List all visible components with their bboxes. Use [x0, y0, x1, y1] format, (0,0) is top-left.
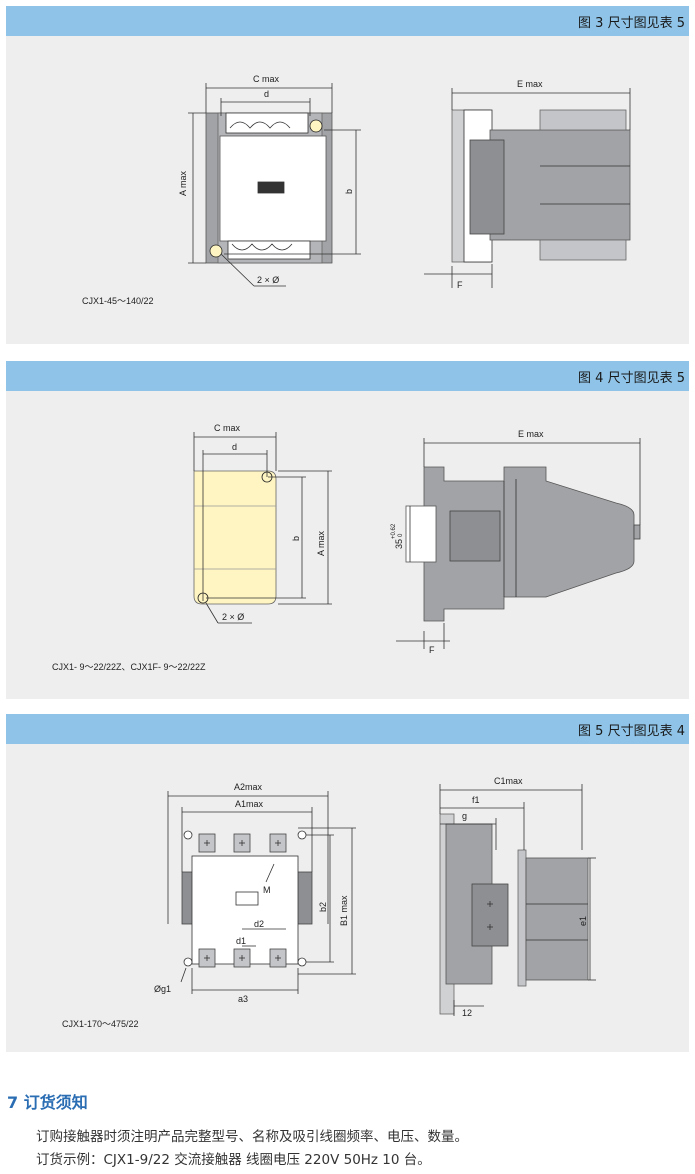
figure-4-header: 图 4 尺寸图见表 5: [6, 361, 689, 391]
figure-3-panel: 图 3 尺寸图见表 5: [6, 6, 689, 344]
fig4-d-label: d: [232, 442, 237, 452]
figure-4-panel: 图 4 尺寸图见表 5: [6, 361, 689, 699]
fig3-caption: CJX1-45～140/22: [82, 296, 154, 306]
figure-4-drawing: C max d b A max 2 × Ø E max 35 +0.62 0 F…: [52, 423, 641, 672]
fig4-rail-label: 35: [394, 539, 404, 549]
fig5-12-label: 12: [462, 1008, 472, 1018]
fig5-b1-label: B1 max: [339, 895, 349, 926]
order-note-line-1: 订购接触器时须注明产品完整型号、名称及吸引线圈频率、电压、数量。: [36, 1129, 468, 1145]
fig5-c1-label: C1max: [494, 776, 523, 786]
fig4-holes-label: 2 × Ø: [222, 612, 244, 622]
fig4-c-max-label: C max: [214, 423, 241, 433]
fig5-d2-label: d2: [254, 919, 264, 929]
fig5-d1-label: d1: [236, 936, 246, 946]
figure-3-header: 图 3 尺寸图见表 5: [6, 6, 689, 36]
fig5-b2-label: b2: [318, 902, 328, 912]
fig4-f-label: F: [429, 645, 435, 655]
fig5-a1-label: A1max: [235, 799, 264, 809]
order-note-line-2: 订货示例：CJX1-9/22 交流接触器 线圈电压 220V 50Hz 10 台…: [36, 1152, 431, 1168]
fig3-d-label: d: [264, 89, 269, 99]
fig5-g-label: g: [462, 811, 467, 821]
fig5-caption: CJX1-170～475/22: [62, 1019, 139, 1029]
fig3-a-max-label: A max: [178, 170, 188, 196]
fig3-c-max-label: C max: [253, 74, 280, 84]
fig4-a-max-label: A max: [316, 530, 326, 556]
fig4-rail-tol-upper: +0.62: [391, 523, 397, 539]
figure-4-title: 图 4 尺寸图见表 5: [578, 371, 685, 386]
fig3-b-label: b: [344, 189, 354, 194]
fig5-e1-label: e1: [578, 916, 588, 926]
fig4-rail-tol-lower: 0: [398, 533, 404, 537]
figure-5-title: 图 5 尺寸图见表 4: [578, 724, 685, 739]
fig5-a3-label: a3: [238, 994, 248, 1004]
figure-5-header: 图 5 尺寸图见表 4: [6, 714, 689, 744]
figure-5-drawing: A2max A1max M b2 B1 max d2 d1 Øg1 a3 C1m…: [62, 776, 596, 1029]
fig3-f-label: F: [457, 280, 463, 290]
figure-5-panel: 图 5 尺寸图见表 4: [6, 714, 689, 1052]
fig3-holes-label: 2 × Ø: [257, 275, 279, 285]
figure-3-title: 图 3 尺寸图见表 5: [578, 16, 685, 31]
fig5-m-label: M: [263, 885, 271, 895]
fig5-a2-label: A2max: [234, 782, 263, 792]
section-title: 7 订货须知: [7, 1093, 88, 1112]
figure-3-drawing: C max d A max b 2 × Ø E max F CJX1-45～14…: [82, 74, 631, 306]
fig3-e-max-label: E max: [517, 79, 543, 89]
fig4-b-label: b: [291, 536, 301, 541]
fig4-caption: CJX1- 9～22/22Z、CJX1F- 9～22/22Z: [52, 662, 206, 672]
fig5-g1-label: Øg1: [154, 984, 171, 994]
fig5-f1-label: f1: [472, 795, 480, 805]
fig4-e-max-label: E max: [518, 429, 544, 439]
